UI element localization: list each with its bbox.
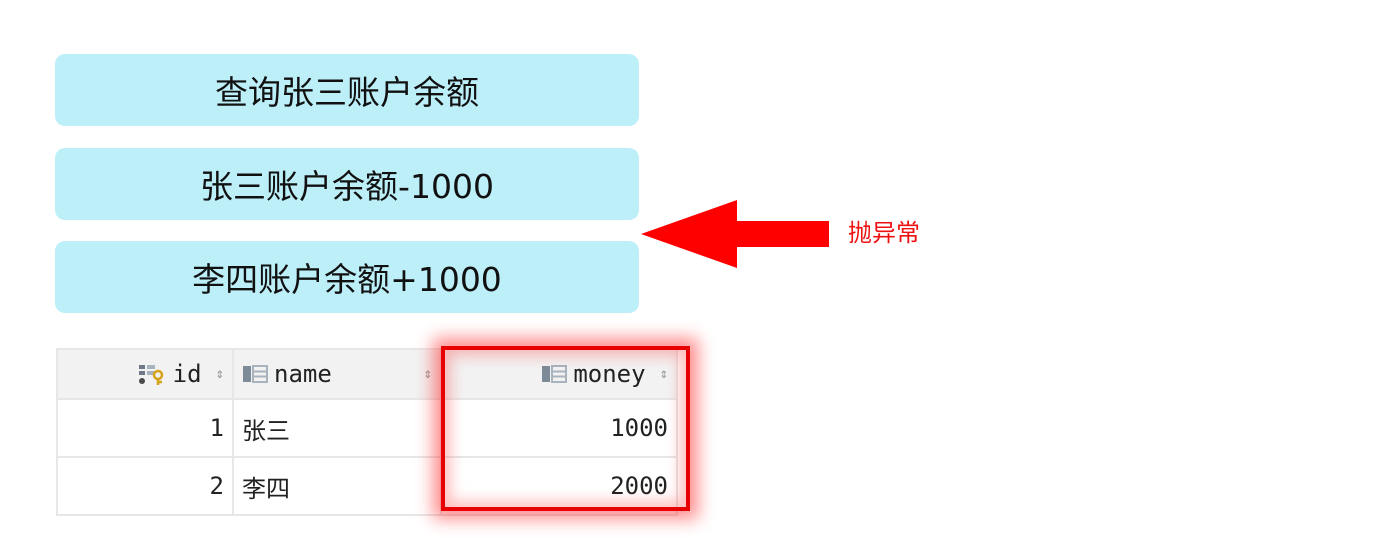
sort-icon[interactable]: ⇕ <box>659 366 668 382</box>
table-row[interactable]: 2 李四 2000 <box>56 456 678 516</box>
sort-icon[interactable]: ⇕ <box>215 366 224 382</box>
sort-icon[interactable]: ⇕ <box>423 366 432 382</box>
exception-arrow-icon <box>641 200 829 268</box>
column-header-name-label: name <box>274 360 332 388</box>
account-table: id ⇕ name ⇕ <box>56 348 678 516</box>
step-zhangsan-minus-1000: 张三账户余额-1000 <box>55 148 639 220</box>
cell-id[interactable]: 2 <box>56 456 234 516</box>
step-lisi-plus-1000: 李四账户余额+1000 <box>55 241 639 313</box>
cell-name[interactable]: 张三 <box>232 398 442 458</box>
column-header-money-label: money <box>573 360 646 388</box>
column-header-id[interactable]: id ⇕ <box>56 348 234 400</box>
primary-key-column-icon <box>138 365 163 385</box>
column-icon <box>542 365 568 383</box>
column-icon <box>243 365 268 383</box>
table-header-row: id ⇕ name ⇕ <box>56 348 678 400</box>
column-header-id-label: id <box>172 360 202 388</box>
cell-name[interactable]: 李四 <box>232 456 442 516</box>
column-header-money[interactable]: money ⇕ <box>440 348 678 400</box>
table-row[interactable]: 1 张三 1000 <box>56 398 678 458</box>
exception-label: 抛异常 <box>848 219 920 247</box>
cell-id[interactable]: 1 <box>56 398 234 458</box>
cell-money[interactable]: 2000 <box>440 456 678 516</box>
cell-money[interactable]: 1000 <box>440 398 678 458</box>
column-header-name[interactable]: name ⇕ <box>232 348 442 400</box>
step-query-zhangsan-balance: 查询张三账户余额 <box>55 54 639 126</box>
